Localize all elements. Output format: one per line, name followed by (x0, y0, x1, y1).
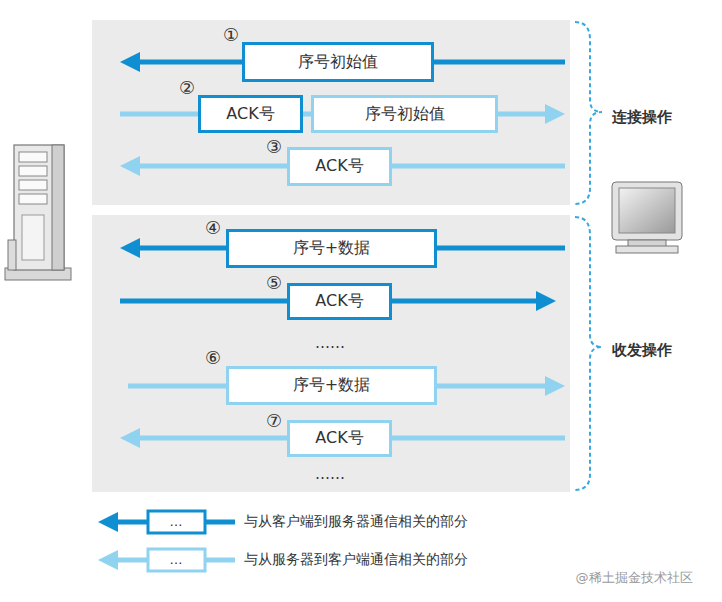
watermark: @稀土掘金技术社区 (576, 569, 693, 587)
message-box: ACK号 (287, 283, 392, 320)
message-box: 序号初始值 (242, 42, 434, 82)
box-text: 序号初始值 (365, 104, 445, 125)
box-text: 序号+数据 (293, 238, 370, 259)
callout-number: ④ (205, 217, 221, 238)
panel (92, 20, 570, 205)
callout-number: ⑥ (205, 347, 221, 368)
callout-number: ⑤ (266, 272, 282, 293)
box-text: ACK号 (315, 291, 363, 312)
group-label: 收发操作 (612, 341, 672, 360)
box-text: ACK号 (315, 428, 363, 449)
panel (92, 215, 570, 492)
legend-sample (98, 511, 235, 571)
legend-text: 与从客户端到服务器通信相关的部分 (244, 513, 468, 531)
arrows (120, 52, 565, 448)
ellipsis: …… (315, 465, 345, 483)
legend-ellipsis: … (170, 552, 183, 567)
box-text: 序号初始值 (298, 52, 378, 73)
callout-number: ② (179, 77, 195, 98)
box-text: ACK号 (315, 156, 363, 177)
message-box: ACK号 (198, 95, 303, 133)
callout-number: ⑦ (266, 410, 282, 431)
message-box: 序号初始值 (311, 95, 498, 133)
group-label: 连接操作 (612, 108, 672, 127)
box-text: 序号+数据 (293, 375, 370, 396)
callout-number: ① (223, 24, 239, 45)
server-illustration (5, 145, 71, 280)
brace (575, 22, 602, 204)
legend-ellipsis: … (170, 514, 183, 529)
monitor-illustration (612, 182, 682, 253)
brace (575, 217, 602, 490)
box-text: ACK号 (226, 104, 274, 125)
message-box: 序号+数据 (226, 366, 437, 405)
message-box: 序号+数据 (226, 229, 437, 268)
ellipsis: …… (315, 334, 345, 352)
message-box: ACK号 (287, 147, 392, 186)
legend-text: 与从服务器到客户端通信相关的部分 (244, 551, 468, 569)
callout-number: ③ (266, 136, 282, 157)
message-box: ACK号 (287, 420, 392, 457)
